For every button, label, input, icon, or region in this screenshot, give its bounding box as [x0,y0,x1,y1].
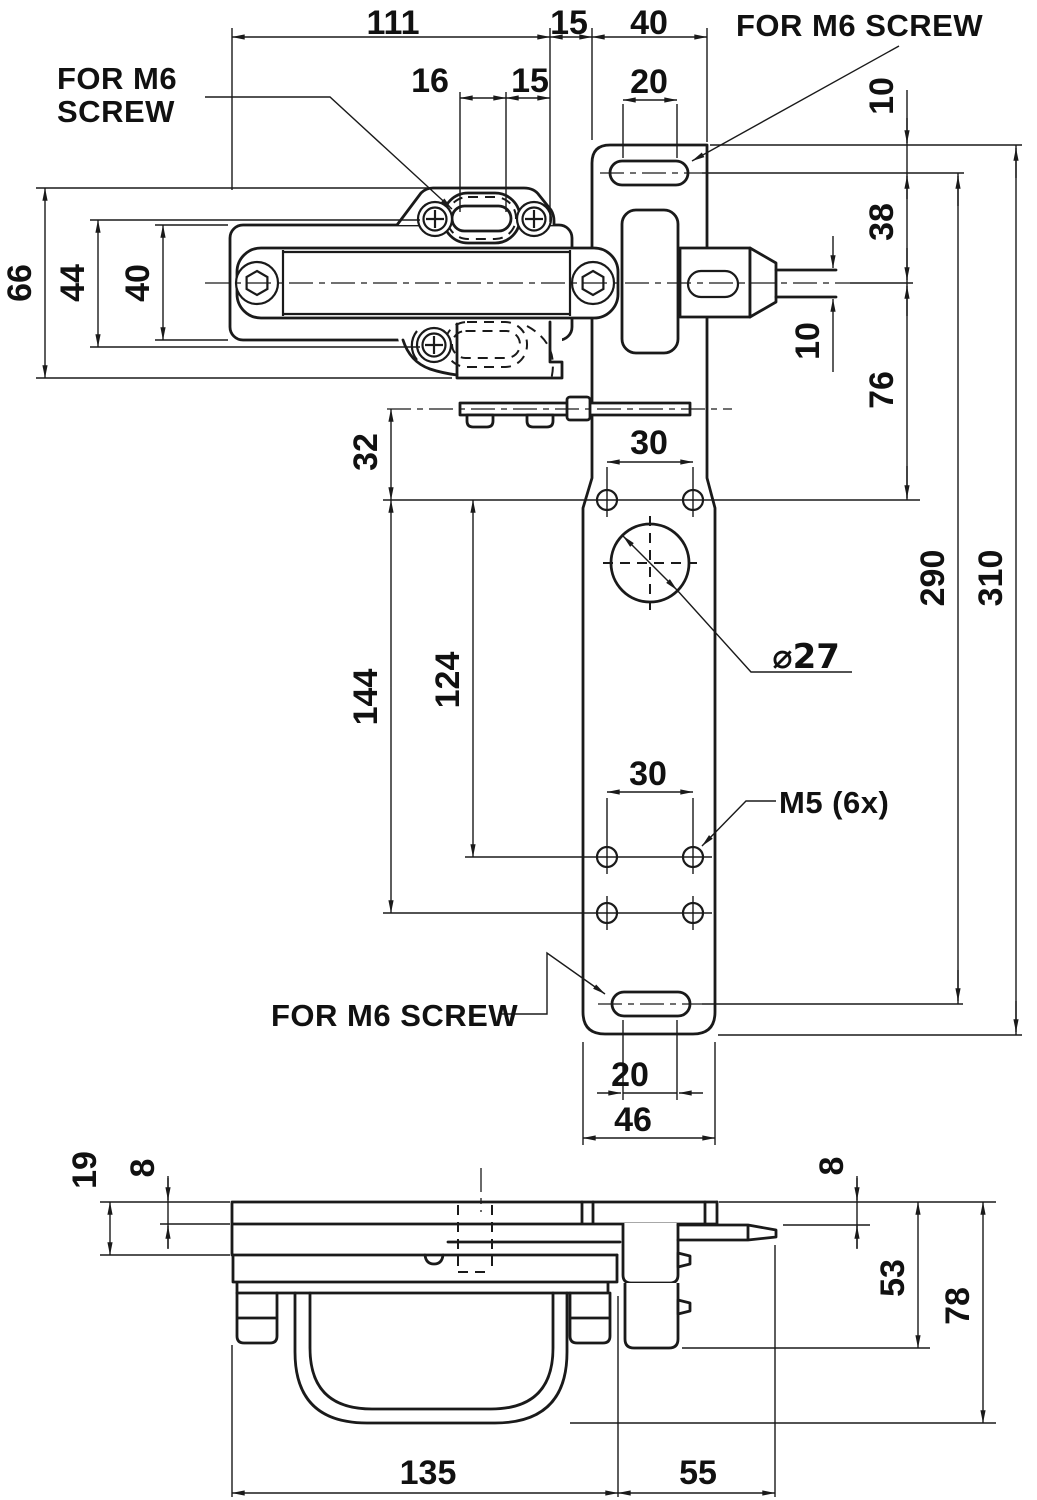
clamp-block-upper [621,1223,680,1285]
handle-bow-outer [293,1291,569,1425]
clamp-block-lower [623,1283,680,1350]
bracket-flange-edge [580,1200,719,1225]
note-for-m6-left-line2: SCREW [57,94,175,129]
vertical-plate-outline [581,143,717,1036]
dim-38: 38 [863,203,901,241]
dim-30-bottom: 30 [629,755,667,793]
stacked-layers [231,1240,622,1295]
dim-310: 310 [972,550,1010,607]
bushing-block [620,208,680,355]
screw-boss-arc [410,330,418,361]
dim-53: 53 [874,1259,912,1297]
front-view [228,143,838,1036]
dim-78: 78 [939,1287,977,1325]
leader-diameter [676,589,852,673]
dimension-lines [42,34,1019,1496]
dim-8-right: 8 [813,1157,851,1176]
bolt-slot [686,269,740,299]
note-for-m6-top: FOR M6 SCREW [736,8,983,43]
dim-20-bracket-slot: 20 [630,63,668,101]
dim-44: 44 [54,264,92,302]
dim-124: 124 [429,652,467,709]
note-for-m6-bottom: FOR M6 SCREW [271,998,518,1033]
dim-20-bottom-slot: 20 [611,1056,649,1094]
labels: 111 15 40 FOR M6 SCREW FOR M6 SCREW 16 1… [1,4,1010,1492]
dim-32: 32 [347,433,385,471]
note-m5-holes: M5 (6x) [779,785,889,820]
plate-bump [423,1253,445,1266]
side-foot-left [235,1291,279,1345]
dim-10-flange: 10 [863,77,901,115]
dim-30-top: 30 [630,424,668,462]
base-plate-edge [230,1200,719,1257]
leader-m5 [701,800,776,847]
lower-body [455,320,564,380]
dim-40-bracket: 40 [630,4,668,42]
note-for-m6-left-line1: FOR M6 [57,61,177,96]
dim-15-slot: 15 [511,62,549,100]
top-slot-boss [441,191,522,245]
foot-right [525,413,555,429]
dim-19: 19 [66,1151,104,1189]
hidden-boss-side [457,1205,493,1273]
leader-m6-top [691,45,900,162]
dim-10-pin: 10 [789,322,827,360]
dim-16: 16 [411,62,449,100]
bottom-plate-edge [401,338,459,377]
dim-290: 290 [914,550,952,607]
diameter-arrow [622,535,678,591]
note-diameter-27: ⌀27 [772,637,840,677]
phillips-screw-top-right [515,200,553,238]
dim-135: 135 [400,1454,457,1492]
side-view [230,1168,778,1425]
dim-8-left: 8 [124,1159,162,1178]
foot-left [465,413,495,429]
bolt-neck [774,268,838,299]
leader-lines [205,45,900,1015]
dim-144: 144 [347,669,385,726]
dim-15-top: 15 [550,4,588,42]
phillips-screw-top-left [416,200,454,238]
dim-40-housing: 40 [119,264,157,302]
clamp-tabs [676,1251,692,1316]
dim-76: 76 [863,371,901,409]
dim-66: 66 [1,264,39,302]
side-foot-right [568,1291,612,1345]
pin-side [676,1223,778,1242]
dim-46: 46 [614,1101,652,1139]
phillips-screw-bottom [415,326,453,364]
leader-m6-left [205,96,453,210]
handle-bow-inner [308,1291,555,1411]
dim-111: 111 [367,4,420,42]
leader-m6-bottom [502,951,606,1015]
dim-55: 55 [679,1454,717,1492]
